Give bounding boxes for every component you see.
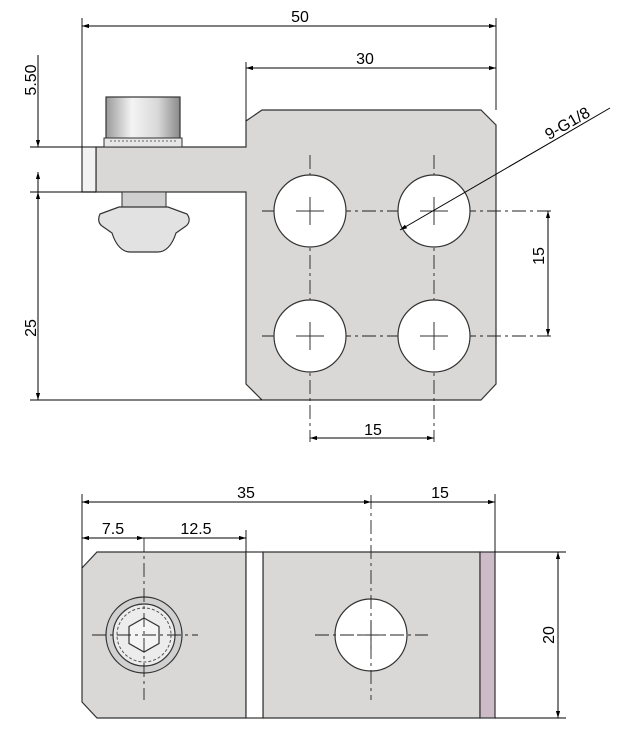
- dim-label-flange-thickness: 5.50: [23, 64, 40, 95]
- port-bottom-right: [397, 299, 471, 373]
- edge-strip: [479, 551, 496, 719]
- top-view: 50 30 5.50 25 15 15 9-G1/8: [23, 9, 611, 442]
- dim-label-total-length: 35: [237, 485, 255, 502]
- port-callout-label: 9-G1/8: [542, 104, 593, 143]
- dim-label-screw-offset: 7.5: [102, 521, 124, 538]
- dim-label-block-width: 30: [356, 51, 374, 68]
- dim-label-port-horizontal-pitch: 15: [364, 422, 382, 439]
- dim-label-body-height: 25: [23, 319, 40, 337]
- flange-edge: [81, 146, 97, 193]
- dim-label-total-width: 50: [291, 9, 309, 26]
- port-top-right: [397, 174, 471, 248]
- bottom-view: 35 15 7.5 12.5 20: [81, 485, 566, 719]
- port-top-left: [273, 174, 347, 248]
- dim-label-width: 20: [541, 626, 558, 644]
- port-bottom-left: [273, 299, 347, 373]
- mounting-screw: [98, 96, 190, 253]
- port-callout-leader: [399, 107, 611, 231]
- dim-label-screw-to-block: 12.5: [180, 521, 211, 538]
- dim-label-port-offset: 15: [431, 485, 449, 502]
- dim-label-port-vertical-pitch: 15: [531, 247, 548, 265]
- piece-gap: [245, 551, 264, 719]
